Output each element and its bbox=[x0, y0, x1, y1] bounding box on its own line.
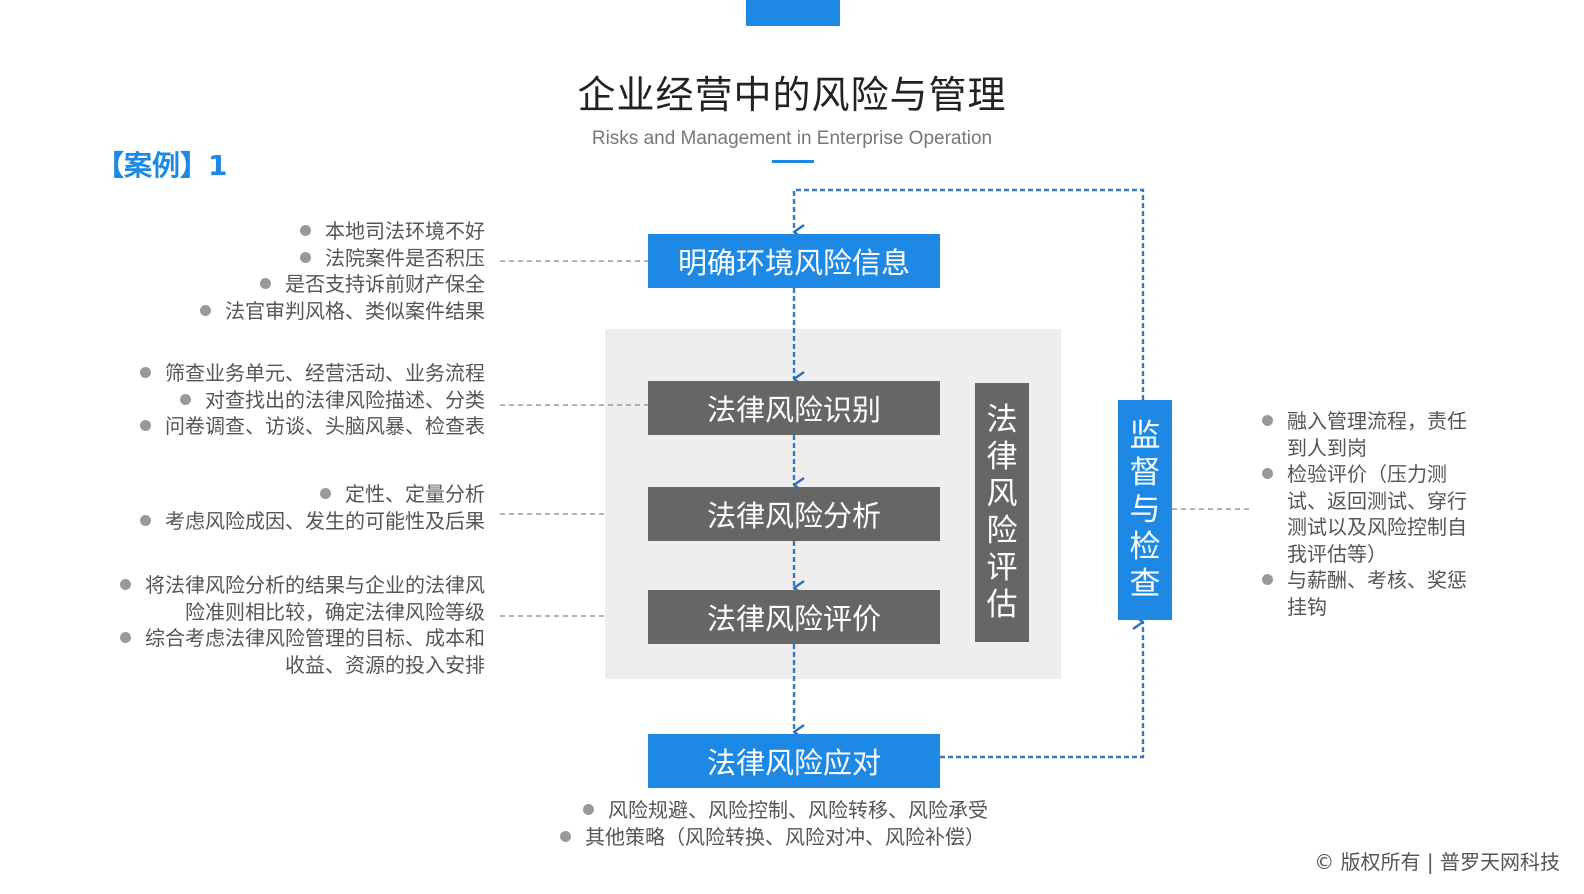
list-item: 筛查业务单元、经营活动、业务流程 bbox=[40, 360, 485, 387]
bullet-icon bbox=[120, 632, 131, 643]
list-item: 与薪酬、考核、奖惩挂钩 bbox=[1262, 567, 1482, 620]
box-environment: 明确环境风险信息 bbox=[648, 234, 940, 288]
list-item-continuation: 险准则相比较，确定法律风险等级 bbox=[185, 599, 485, 624]
flow-arrows bbox=[792, 188, 1145, 759]
list-item: 检验评价（压力测试、返回测试、穿行测试以及风险控制自我评估等） bbox=[1262, 461, 1482, 567]
page-title: 企业经营中的风险与管理 bbox=[577, 73, 1007, 117]
list-item: 其他策略（风险转换、风险对冲、风险补偿） bbox=[560, 824, 1080, 851]
notes-identification: 筛查业务单元、经营活动、业务流程 对查找出的法律风险描述、分类 问卷调查、访谈、… bbox=[40, 360, 485, 440]
list-item: 问卷调查、访谈、头脑风暴、检查表 bbox=[40, 413, 485, 440]
page-subtitle: Risks and Management in Enterprise Opera… bbox=[591, 128, 993, 149]
bullet-icon bbox=[1262, 468, 1273, 479]
box-evaluation: 法律风险评价 bbox=[648, 590, 940, 644]
bullet-icon bbox=[140, 420, 151, 431]
list-item: 融入管理流程，责任到人到岗 bbox=[1262, 408, 1482, 461]
notes-response: 风险规避、风险控制、风险转移、风险承受 其他策略（风险转换、风险对冲、风险补偿） bbox=[560, 797, 1080, 850]
list-item-continuation: 收益、资源的投入安排 bbox=[285, 652, 485, 677]
list-item: 风险规避、风险控制、风险转移、风险承受 bbox=[560, 797, 1080, 824]
list-item: 法院案件是否积压 bbox=[40, 245, 485, 272]
copyright-notice: © 版权所有 | 普罗天网科技 bbox=[1314, 850, 1560, 874]
box-monitor-vertical: 监督与检查 bbox=[1118, 400, 1172, 620]
list-item: 本地司法环境不好 bbox=[40, 218, 485, 245]
bullet-icon bbox=[260, 278, 271, 289]
top-accent-tab bbox=[746, 0, 840, 26]
bullet-icon bbox=[300, 225, 311, 236]
bullet-icon bbox=[1262, 415, 1273, 426]
note-leaders bbox=[500, 260, 1250, 617]
list-item: 综合考虑法律风险管理的目标、成本和 bbox=[40, 625, 485, 652]
list-item: 法官审判风格、类似案件结果 bbox=[40, 298, 485, 325]
list-item: 考虑风险成因、发生的可能性及后果 bbox=[40, 508, 485, 535]
list-item: 对查找出的法律风险描述、分类 bbox=[40, 387, 485, 414]
bullet-icon bbox=[140, 367, 151, 378]
bullet-icon bbox=[180, 393, 191, 405]
bullet-icon bbox=[140, 514, 151, 526]
arrow-response-monitor bbox=[940, 622, 1145, 759]
list-item: 是否支持诉前财产保全 bbox=[40, 271, 485, 298]
title-underline bbox=[772, 160, 814, 163]
monitor-vertical-label: 监督与检查 bbox=[1129, 417, 1161, 602]
notes-monitor: 融入管理流程，责任到人到岗 检验评价（压力测试、返回测试、穿行测试以及风险控制自… bbox=[1262, 408, 1482, 620]
box-analysis: 法律风险分析 bbox=[648, 487, 940, 541]
box-identification: 法律风险识别 bbox=[648, 381, 940, 435]
bullet-icon bbox=[583, 804, 594, 815]
case-label: 【案例】1 bbox=[96, 149, 228, 182]
bullet-icon bbox=[320, 488, 331, 499]
bullet-icon bbox=[1262, 574, 1273, 585]
list-item: 定性、定量分析 bbox=[40, 481, 485, 508]
box-assessment-vertical: 法律风险评估 bbox=[975, 383, 1029, 642]
notes-analysis: 定性、定量分析 考虑风险成因、发生的可能性及后果 bbox=[40, 481, 485, 534]
assessment-vertical-label: 法律风险评估 bbox=[986, 401, 1018, 623]
notes-evaluation: 将法律风险分析的结果与企业的法律风 险准则相比较，确定法律风险等级 综合考虑法律… bbox=[40, 572, 485, 678]
box-response: 法律风险应对 bbox=[648, 734, 940, 788]
bullet-icon bbox=[300, 251, 311, 263]
bullet-icon bbox=[120, 579, 131, 590]
bullet-icon bbox=[560, 830, 571, 842]
bullet-icon bbox=[200, 304, 211, 316]
notes-environment: 本地司法环境不好 法院案件是否积压 是否支持诉前财产保全 法官审判风格、类似案件… bbox=[40, 218, 485, 324]
feedback-arrow bbox=[792, 188, 1145, 400]
list-item: 将法律风险分析的结果与企业的法律风 bbox=[40, 572, 485, 599]
